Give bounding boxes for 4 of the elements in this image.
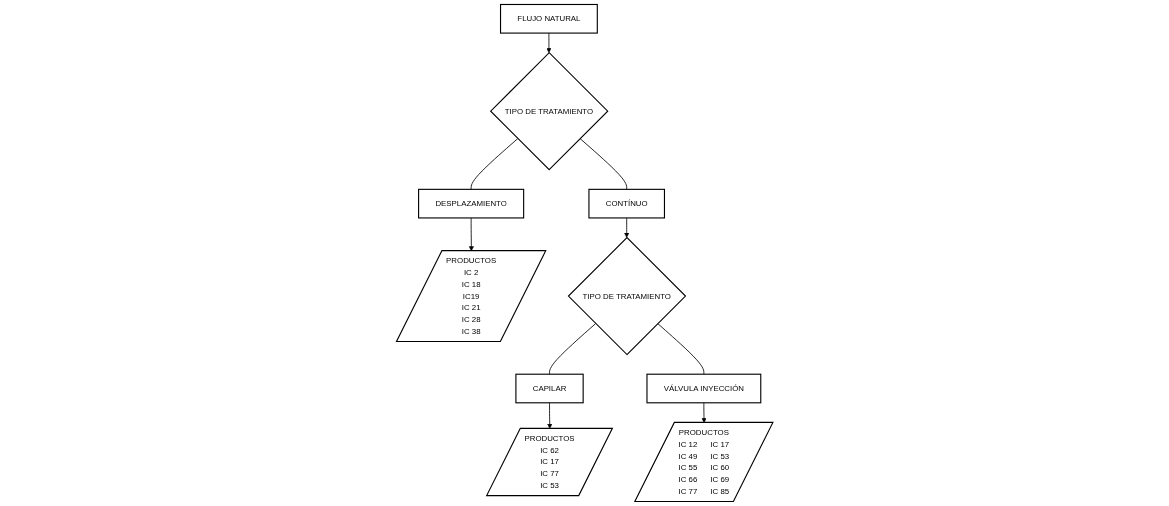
connector [579,138,627,190]
connector [657,323,705,375]
connector [470,138,518,190]
connector [548,323,596,375]
